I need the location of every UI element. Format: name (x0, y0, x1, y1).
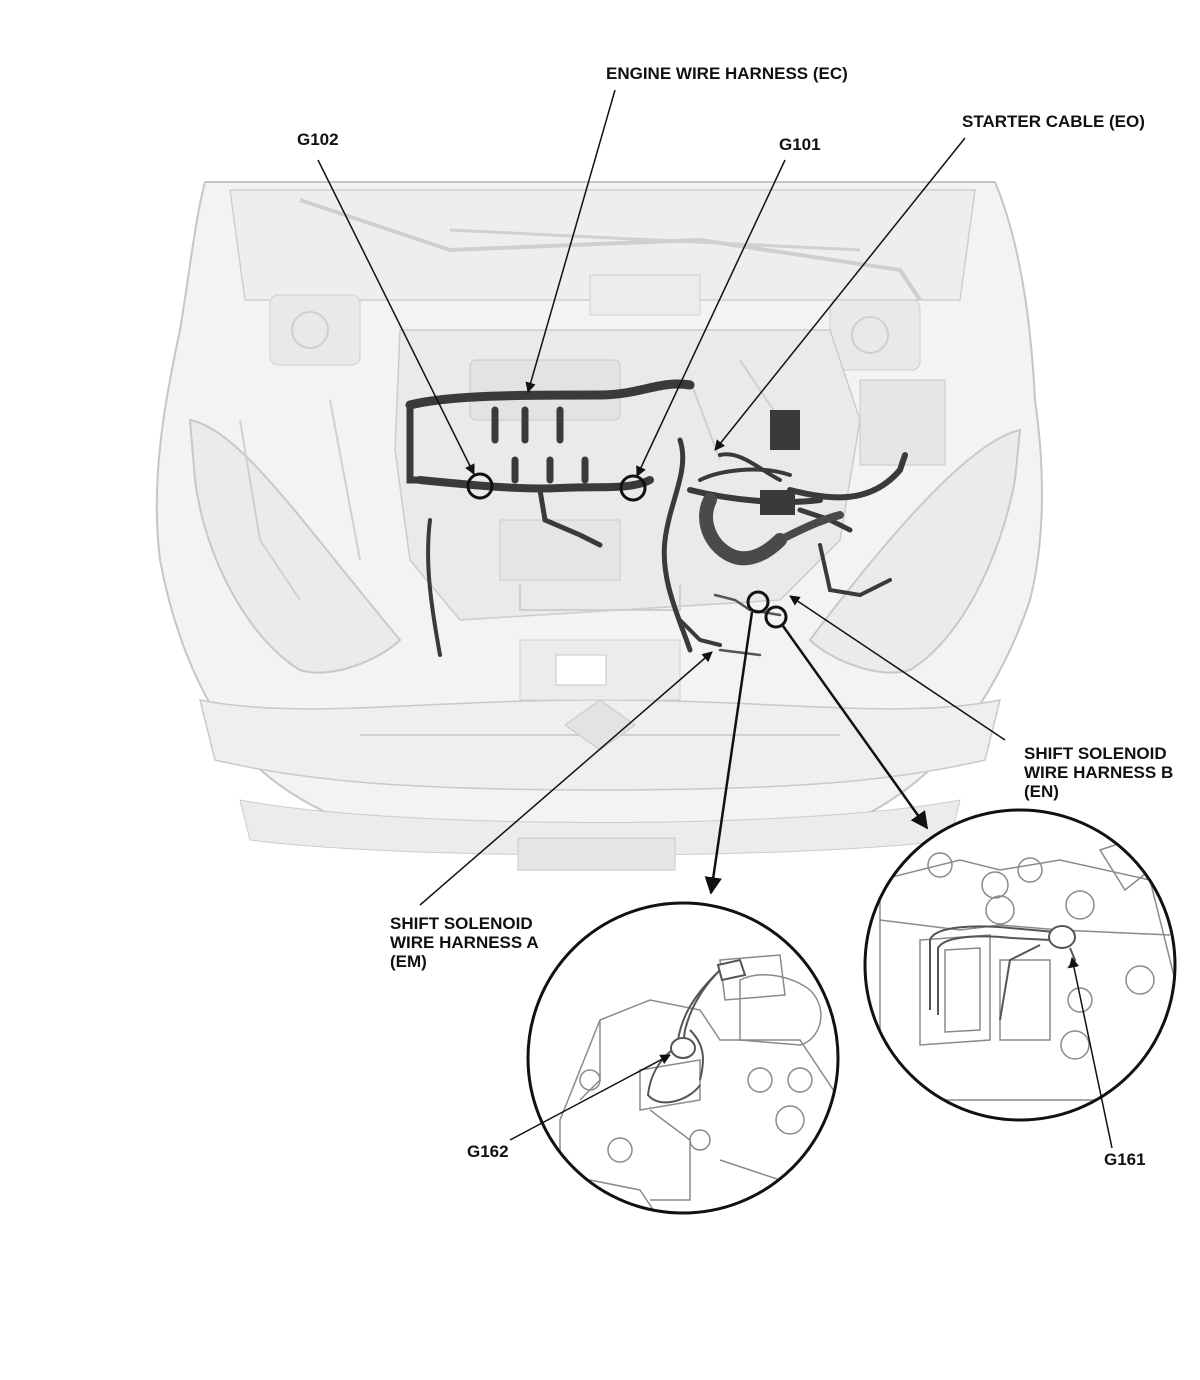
label-shift-solenoid-b-line1: SHIFT SOLENOID (1024, 744, 1167, 763)
engine-bay-illustration (155, 181, 1043, 871)
zoom-line-a (704, 611, 754, 895)
leader-g102 (317, 159, 475, 475)
label-engine-wire-harness: ENGINE WIRE HARNESS (EC) (606, 64, 848, 83)
label-shift-solenoid-b-line3: (EN) (1024, 782, 1059, 801)
em-connection-marker (746, 590, 770, 614)
leader-g162 (509, 1054, 671, 1141)
en-connection-marker (764, 605, 788, 629)
leader-shift-solenoid-a (419, 651, 713, 906)
label-starter-cable: STARTER CABLE (EO) (962, 112, 1145, 131)
g101-marker (619, 474, 647, 502)
leader-shift-solenoid-b (789, 595, 1006, 741)
label-shift-solenoid-b-line2: WIRE HARNESS B (1024, 763, 1174, 782)
label-shift-solenoid-a-line1: SHIFT SOLENOID (390, 914, 533, 933)
label-g101: G101 (779, 135, 821, 154)
zoom-line-b (781, 625, 929, 830)
label-g102: G102 (297, 130, 339, 149)
detail-view-a (526, 901, 840, 1215)
detail-a-border (526, 901, 840, 1215)
label-g162: G162 (467, 1142, 509, 1161)
label-shift-solenoid-b: SHIFT SOLENOID WIRE HARNESS B (EN) (1024, 744, 1173, 801)
label-shift-solenoid-a: SHIFT SOLENOID WIRE HARNESS A (EM) (390, 914, 539, 971)
detail-view-b (863, 808, 1177, 1122)
label-shift-solenoid-a-line3: (EM) (390, 952, 427, 971)
leader-lines (317, 89, 1113, 1149)
detail-b-border (863, 808, 1177, 1122)
label-g161: G161 (1104, 1150, 1146, 1169)
leader-g101 (636, 159, 786, 477)
leader-engine-wire-harness (525, 89, 616, 394)
engine-wire-harness-drawing (405, 379, 908, 657)
leader-starter-cable (714, 137, 966, 451)
g102-marker (466, 472, 494, 500)
leader-g161 (1068, 956, 1113, 1149)
label-shift-solenoid-a-line2: WIRE HARNESS A (390, 933, 539, 952)
